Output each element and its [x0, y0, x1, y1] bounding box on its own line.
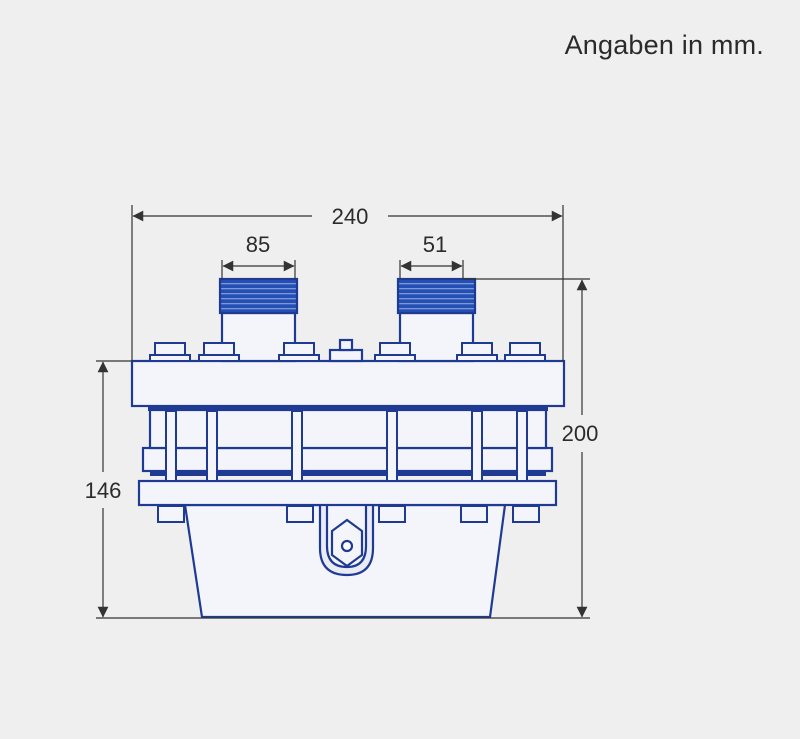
dim-label-146: 146 — [85, 478, 122, 503]
nut — [198, 342, 240, 362]
dim-label-51: 51 — [423, 232, 447, 257]
dim-label-240: 240 — [332, 204, 369, 229]
mounting-lug — [318, 505, 375, 577]
left-thread — [218, 277, 299, 315]
left-nozzle — [218, 277, 299, 363]
right-thread — [396, 277, 477, 315]
dim-label-200: 200 — [562, 421, 599, 446]
gasket-upper — [148, 405, 548, 411]
nut — [149, 342, 191, 362]
gasket-lower — [150, 471, 546, 476]
lower-flange — [137, 479, 558, 507]
device-body — [130, 277, 566, 619]
right-nozzle — [396, 277, 477, 363]
nut — [456, 342, 498, 362]
lower-nuts — [157, 505, 540, 523]
upper-nuts — [149, 342, 546, 362]
nut — [504, 342, 546, 362]
nut — [374, 342, 416, 362]
center-valve — [328, 338, 364, 363]
dimension-lines — [96, 205, 590, 619]
middle-flange — [141, 446, 554, 473]
nut — [278, 342, 320, 362]
units-note: Angaben in mm. — [564, 30, 764, 60]
tie-rods — [165, 410, 528, 482]
dim-label-85: 85 — [246, 232, 270, 257]
top-plate — [130, 359, 566, 408]
